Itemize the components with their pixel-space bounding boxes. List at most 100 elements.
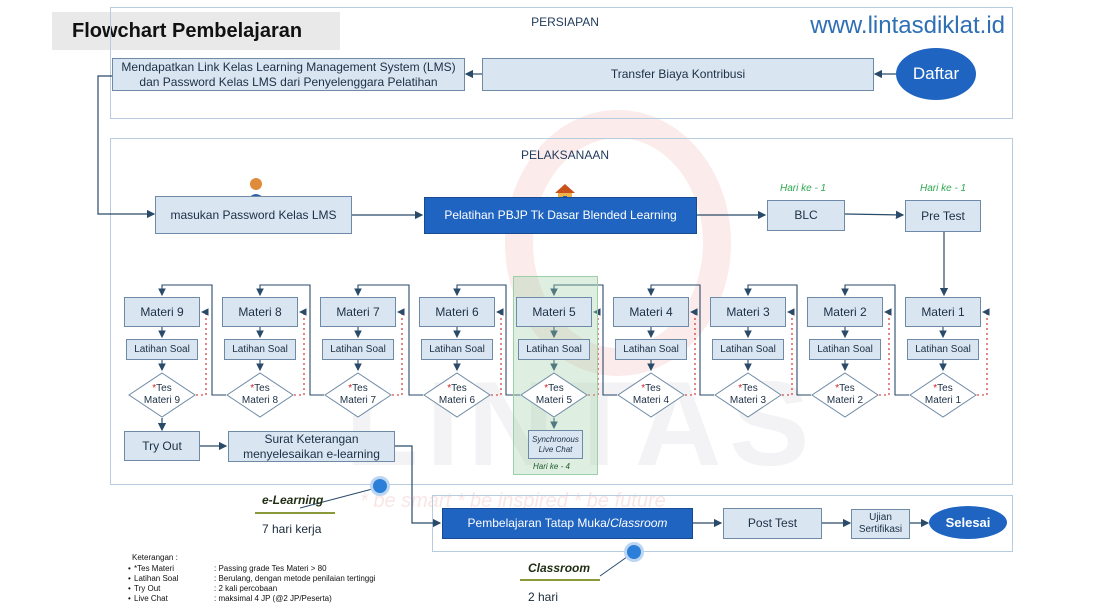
- selesai-button[interactable]: Selesai: [929, 506, 1007, 539]
- materi-box: Materi 5: [516, 297, 592, 327]
- latihan-soal-box: Latihan Soal: [421, 339, 493, 360]
- hari-pretest: Hari ke - 1: [920, 183, 967, 194]
- retry-dotted-line: [196, 308, 209, 396]
- tes-materi-word: Materi: [241, 395, 270, 406]
- masukan-password-box: masukan Password Kelas LMS: [155, 196, 352, 234]
- tryout-box: Try Out: [124, 431, 200, 461]
- tatap-muka-box: Pembelajaran Tatap Muka/Classroom: [442, 508, 693, 539]
- tatap-muka-classroom: Classroom: [610, 516, 668, 531]
- tes-word: Tes: [156, 383, 172, 394]
- retry-dotted-line: [491, 308, 504, 396]
- keterangan-term: Try Out: [134, 584, 161, 593]
- tes-word: Tes: [254, 383, 270, 394]
- tes-word: Tes: [645, 383, 661, 394]
- arrow-next-materi: [158, 284, 226, 396]
- classroom-label: Classroom: [528, 561, 591, 575]
- tes-materi-diamond: [324, 372, 392, 418]
- website-link[interactable]: www.lintasdiklat.id: [810, 12, 1005, 39]
- tes-materi-num: 3: [760, 395, 767, 406]
- elearning-duration: 7 hari kerja: [262, 522, 322, 536]
- materi-box: Materi 3: [710, 297, 786, 327]
- tes-word: Tes: [937, 383, 953, 394]
- latihan-soal-box: Latihan Soal: [809, 339, 881, 360]
- lms-box: Mendapatkan Link Kelas Learning Manageme…: [112, 58, 465, 91]
- tes-star: *: [641, 383, 646, 394]
- pelaksanaan-label: PELAKSANAAN: [520, 148, 610, 162]
- tes-word: Tes: [742, 383, 758, 394]
- tes-materi-diamond: [128, 372, 196, 418]
- tes-materi-diamond: [811, 372, 879, 418]
- persiapan-section: [110, 7, 1013, 119]
- retry-dotted-line: [392, 308, 405, 396]
- watermark-text: LINTAS: [345, 357, 818, 491]
- pelaksanaan-section: [110, 138, 1013, 485]
- tes-materi-word: Materi: [729, 395, 758, 406]
- transfer-box: Transfer Biaya Kontribusi: [482, 58, 874, 91]
- tes-materi-word: Materi: [339, 395, 368, 406]
- arrow-next-materi: [453, 284, 520, 396]
- materi-box: Materi 8: [222, 297, 298, 327]
- tes-materi-num: 4: [663, 395, 670, 406]
- arrow-next-materi: [744, 284, 811, 396]
- tes-materi-num: 1: [955, 395, 962, 406]
- tes-materi-diamond: [909, 372, 977, 418]
- daftar-button[interactable]: Daftar: [896, 48, 976, 100]
- tes-materi-word: Materi: [143, 395, 172, 406]
- bullet-icon: •: [128, 564, 131, 573]
- tes-materi-diamond: [226, 372, 294, 418]
- keterangan-item: •*Tes Materi: Passing grade Tes Materi >…: [128, 564, 428, 574]
- tes-materi-word: Materi: [535, 395, 564, 406]
- tes-word: Tes: [839, 383, 855, 394]
- tes-materi-num: 8: [272, 395, 279, 406]
- keterangan-desc: : maksimal 4 JP (@2 JP/Peserta): [214, 594, 332, 603]
- materi-box: Materi 1: [905, 297, 981, 327]
- latihan-soal-box: Latihan Soal: [126, 339, 198, 360]
- keterangan-term: *Tes Materi: [134, 564, 175, 573]
- blc-box: BLC: [767, 200, 845, 231]
- keterangan-list: •*Tes Materi: Passing grade Tes Materi >…: [128, 564, 428, 604]
- tes-materi-word: Materi: [438, 395, 467, 406]
- tes-star: *: [738, 383, 743, 394]
- arrow-next-materi: [647, 284, 714, 396]
- tes-materi-word: Materi: [826, 395, 855, 406]
- latihan-soal-box: Latihan Soal: [518, 339, 590, 360]
- posttest-box: Post Test: [723, 508, 822, 539]
- retry-dotted-line: [977, 308, 990, 396]
- latihan-soal-box: Latihan Soal: [322, 339, 394, 360]
- tes-materi-num: 5: [566, 395, 573, 406]
- bullet-icon: •: [128, 584, 131, 593]
- hari-sync: Hari ke - 4: [533, 462, 570, 471]
- keterangan-item: •Latihan Soal: Berulang, dengan metode p…: [128, 574, 428, 584]
- keterangan-desc: : Berulang, dengan metode penilaian tert…: [214, 574, 376, 583]
- pelatihan-blended-box: Pelatihan PBJP Tk Dasar Blended Learning: [424, 197, 697, 234]
- tes-materi-num: 7: [370, 395, 377, 406]
- tes-materi-num: 9: [174, 395, 181, 406]
- ujian-sertifikasi-box: Ujian Sertifikasi: [851, 509, 910, 539]
- keterangan-term: Latihan Soal: [134, 574, 179, 583]
- tes-word: Tes: [451, 383, 467, 394]
- keterangan-desc: : 2 kali percobaan: [214, 584, 278, 593]
- tes-star: *: [152, 383, 157, 394]
- keterangan-item: •Live Chat: maksimal 4 JP (@2 JP/Peserta…: [128, 594, 428, 604]
- tatap-muka-prefix: Pembelajaran Tatap Muka/: [467, 516, 611, 531]
- tes-materi-diamond: [617, 372, 685, 418]
- latihan-soal-box: Latihan Soal: [907, 339, 979, 360]
- tes-star: *: [447, 383, 452, 394]
- tes-star: *: [348, 383, 353, 394]
- elearning-marker: [373, 479, 387, 493]
- materi-box: Materi 7: [320, 297, 396, 327]
- tes-materi-word: Materi: [632, 395, 661, 406]
- tes-star: *: [250, 383, 255, 394]
- arrow-next-materi: [354, 284, 423, 396]
- tes-materi-diamond: [423, 372, 491, 418]
- arrow-next-materi: [550, 284, 617, 396]
- elearning-label: e-Learning: [262, 493, 324, 507]
- persiapan-label: PERSIAPAN: [531, 15, 599, 29]
- tes-materi-diamond: [714, 372, 782, 418]
- tes-star: *: [544, 383, 549, 394]
- latihan-soal-box: Latihan Soal: [712, 339, 784, 360]
